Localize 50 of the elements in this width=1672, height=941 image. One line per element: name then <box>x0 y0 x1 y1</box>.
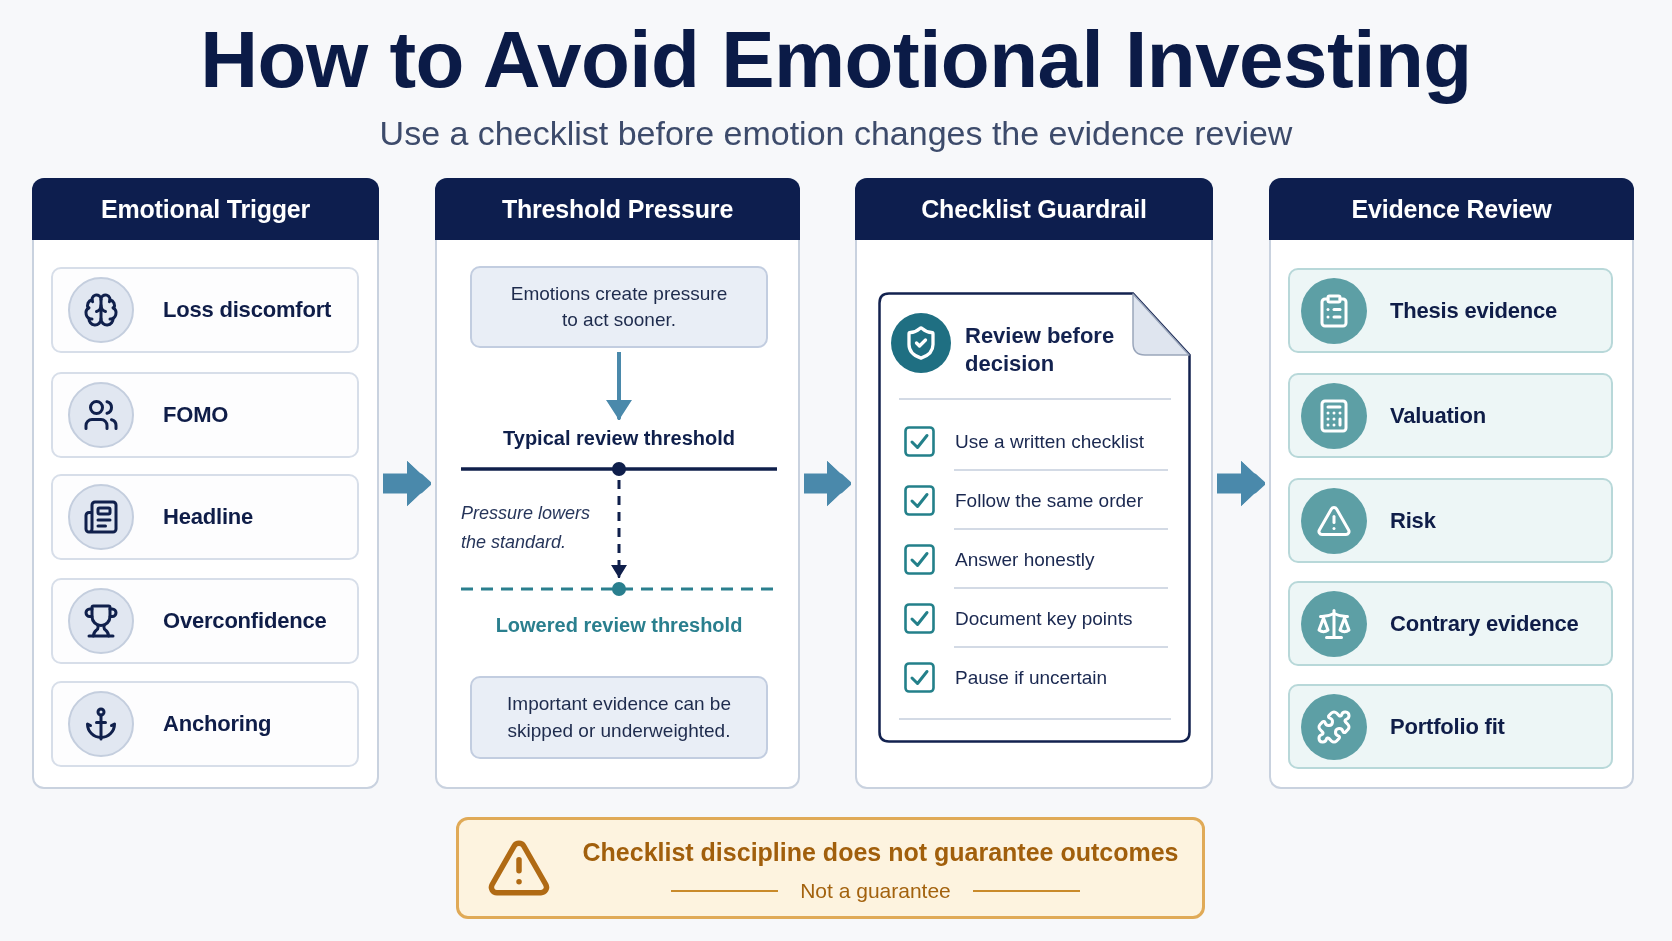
item-card <box>1288 581 1613 666</box>
threshold-label: Lowered review threshold <box>495 613 743 638</box>
card-label: Overconfidence <box>163 608 327 634</box>
dashed-arrow <box>611 480 627 578</box>
checklist-document <box>878 292 1191 743</box>
warning-text: Checklist discipline does not guarantee outcomes <box>581 837 1180 868</box>
checklist-item: Pause if uncertain <box>955 666 1108 689</box>
panel-header: Emotional Trigger <box>32 178 379 240</box>
card-label: Risk <box>1390 507 1436 534</box>
threshold-label: Typical review threshold <box>503 426 735 451</box>
item-card <box>1288 373 1613 458</box>
checklist-item: Document key points <box>955 607 1133 630</box>
item-card <box>51 372 359 458</box>
warning-banner <box>456 817 1205 919</box>
card-label: Headline <box>163 504 254 530</box>
block-arrow <box>1217 460 1265 507</box>
block-arrow <box>804 460 851 507</box>
note-box: Important evidence can be skipped or underweighted. <box>470 676 768 759</box>
panel-card <box>1269 178 1634 789</box>
item-card <box>51 267 359 353</box>
card-label: Valuation <box>1390 402 1486 429</box>
checklist-item: Use a written checklist <box>955 430 1144 453</box>
item-card <box>1288 684 1613 769</box>
checklist-item: Follow the same order <box>955 489 1143 512</box>
page-title: How to Avoid Emotional Investing <box>199 14 1473 106</box>
edge-label: Pressure lowers the standard. <box>461 502 592 554</box>
warning-subtext: Not a guarantee <box>800 879 951 903</box>
card-label: Loss discomfort <box>163 297 332 323</box>
subtitle: Use a checklist before emotion changes the evidence review <box>378 113 1294 154</box>
item-card <box>51 578 359 664</box>
item-card <box>1288 268 1613 353</box>
panel-header: Threshold Pressure <box>435 178 800 240</box>
card-label: Contrary evidence <box>1390 610 1579 637</box>
item-card <box>51 681 359 767</box>
checklist-heading: Review before decision <box>965 322 1116 378</box>
panel-card <box>855 178 1213 789</box>
block-arrow <box>383 460 431 507</box>
panel-header: Evidence Review <box>1269 178 1634 240</box>
checklist-item: Answer honestly <box>955 548 1095 571</box>
card-label: Anchoring <box>163 711 272 737</box>
arrow <box>606 352 632 420</box>
card-label: Portfolio fit <box>1390 713 1505 740</box>
item-card <box>1288 478 1613 563</box>
note-box: Emotions create pressure to act sooner. <box>470 266 768 348</box>
item-card <box>51 474 359 560</box>
panel-card <box>435 178 800 789</box>
card-label: Thesis evidence <box>1390 297 1557 324</box>
panel-header: Checklist Guardrail <box>855 178 1213 240</box>
panel-card <box>32 178 379 789</box>
card-label: FOMO <box>163 402 229 428</box>
